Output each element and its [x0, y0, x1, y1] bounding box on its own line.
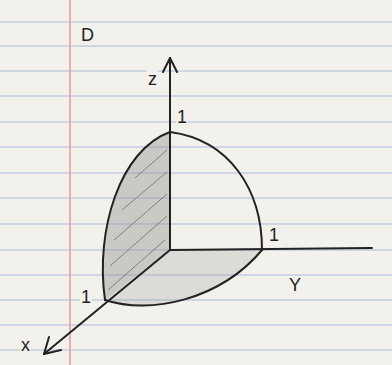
ruled-line [0, 299, 392, 300]
ruled-line [0, 45, 392, 46]
x-axis [44, 250, 170, 354]
ruled-line [0, 21, 392, 22]
ruled-line [0, 197, 392, 198]
tick-value: 1 [268, 226, 280, 244]
axis-arrowhead [163, 58, 177, 72]
axis-label: Y [288, 276, 302, 294]
ruled-line [0, 223, 392, 224]
tick-value: 1 [80, 288, 92, 306]
hatching [108, 150, 167, 290]
hatch-line [114, 194, 167, 240]
hatch-line [122, 172, 167, 210]
hatch-line [108, 240, 165, 290]
ruled-line [0, 324, 392, 325]
sphere-arc [103, 132, 170, 300]
ruled-line [0, 146, 392, 147]
axis-label: z [147, 70, 158, 88]
ruled-line [0, 121, 392, 122]
base-face-shading [105, 250, 262, 306]
axis-arrowhead [44, 337, 61, 354]
region-name: D [80, 26, 95, 44]
ruled-line [0, 95, 392, 96]
ruled-line [0, 172, 392, 173]
margin-line [69, 0, 71, 365]
z-axis [169, 58, 171, 250]
sphere-arc [170, 132, 262, 250]
ruled-line [0, 70, 392, 71]
axis-label: x [20, 336, 31, 354]
y-axis [170, 248, 372, 250]
sphere-arc [105, 250, 262, 306]
tick-value: 1 [176, 108, 188, 126]
ruled-lines [0, 22, 392, 350]
